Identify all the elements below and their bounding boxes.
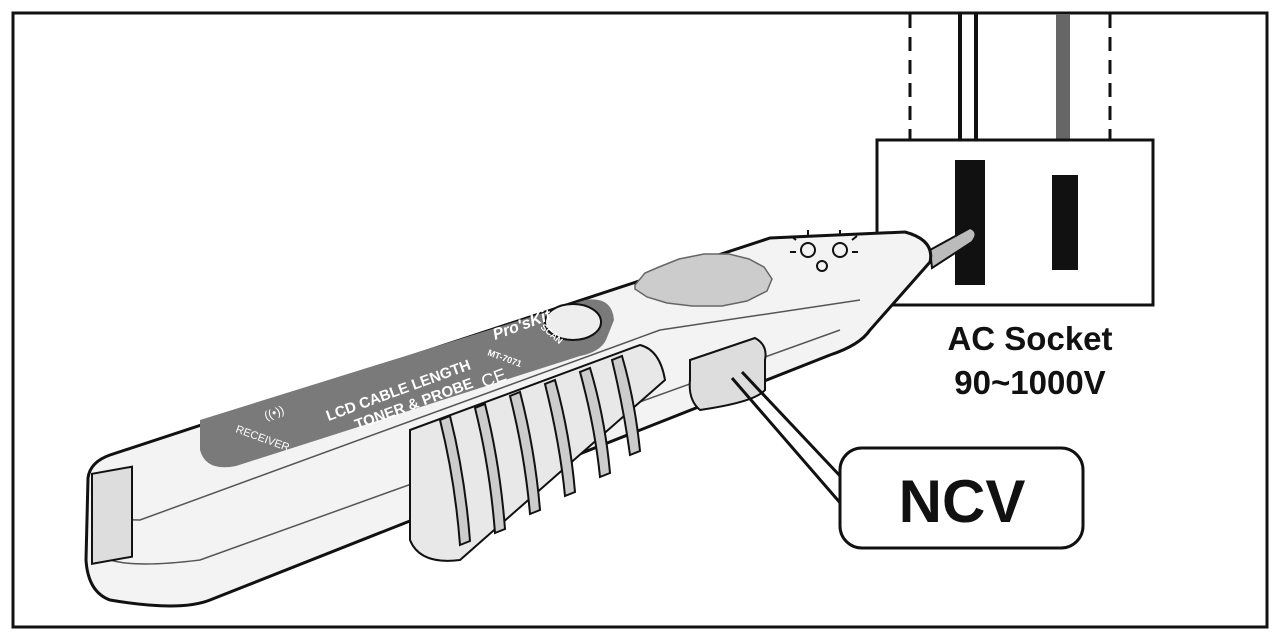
rj45-port bbox=[91, 465, 133, 565]
tester-probe: LCD CABLE LENGTH TONER & PROBE RECEIVER … bbox=[84, 226, 977, 608]
ncv-callout: NCV bbox=[730, 370, 1085, 550]
socket-title: AC Socket bbox=[947, 320, 1112, 357]
ncv-label: NCV bbox=[899, 468, 1026, 535]
ncv-sensor bbox=[688, 336, 767, 412]
socket-slot-live bbox=[955, 160, 985, 285]
grip-ridges bbox=[438, 354, 642, 547]
light-icon bbox=[790, 230, 858, 272]
socket-slot-neutral bbox=[1052, 175, 1078, 270]
socket-voltage: 90~1000V bbox=[954, 364, 1105, 401]
receiver-icon: ((•)) bbox=[262, 403, 286, 423]
led-lens bbox=[634, 253, 773, 307]
scan-button bbox=[544, 303, 602, 341]
wires bbox=[908, 14, 1112, 140]
probe-tip bbox=[928, 226, 977, 270]
frame-border bbox=[11, 11, 1269, 629]
label-panel bbox=[200, 299, 614, 468]
ac-socket bbox=[875, 138, 1155, 307]
